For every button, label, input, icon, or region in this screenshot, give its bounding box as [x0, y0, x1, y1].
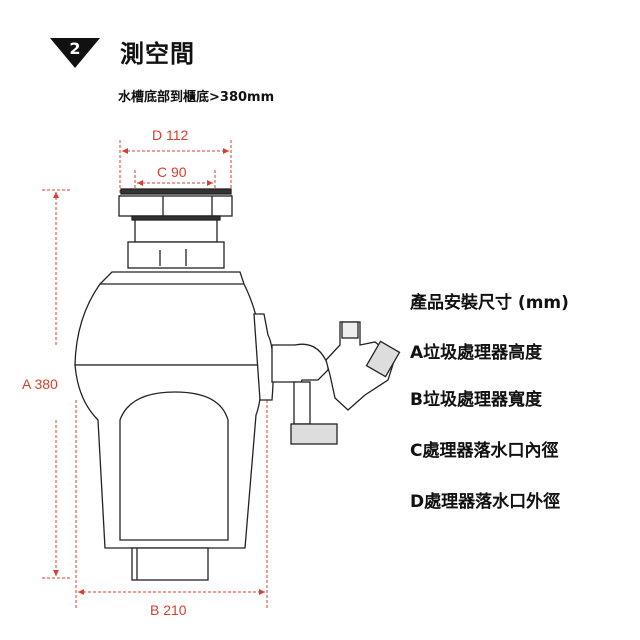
spec-item-c: C處理器落水口內徑	[410, 441, 559, 461]
specs-heading: 產品安裝尺寸 (mm)	[410, 293, 569, 313]
dimension-d-label: D 112	[152, 127, 189, 143]
disposer-outline	[74, 188, 401, 581]
step-badge-icon	[50, 38, 100, 68]
subtitle: 水槽底部到櫃底>380mm	[118, 90, 275, 105]
spec-item-d: D處理器落水口外徑	[410, 492, 561, 512]
dimension-b-label: B 210	[150, 602, 187, 618]
step-number: 2	[69, 39, 81, 58]
page-title: 測空間	[120, 40, 195, 68]
dimension-a-label: A 380	[22, 376, 58, 392]
spec-item-b: B垃圾處理器寬度	[410, 390, 542, 410]
dimension-c-label: C 90	[157, 164, 187, 180]
dimension-lines	[42, 140, 268, 610]
spec-item-a: A垃圾處理器高度	[410, 343, 543, 363]
